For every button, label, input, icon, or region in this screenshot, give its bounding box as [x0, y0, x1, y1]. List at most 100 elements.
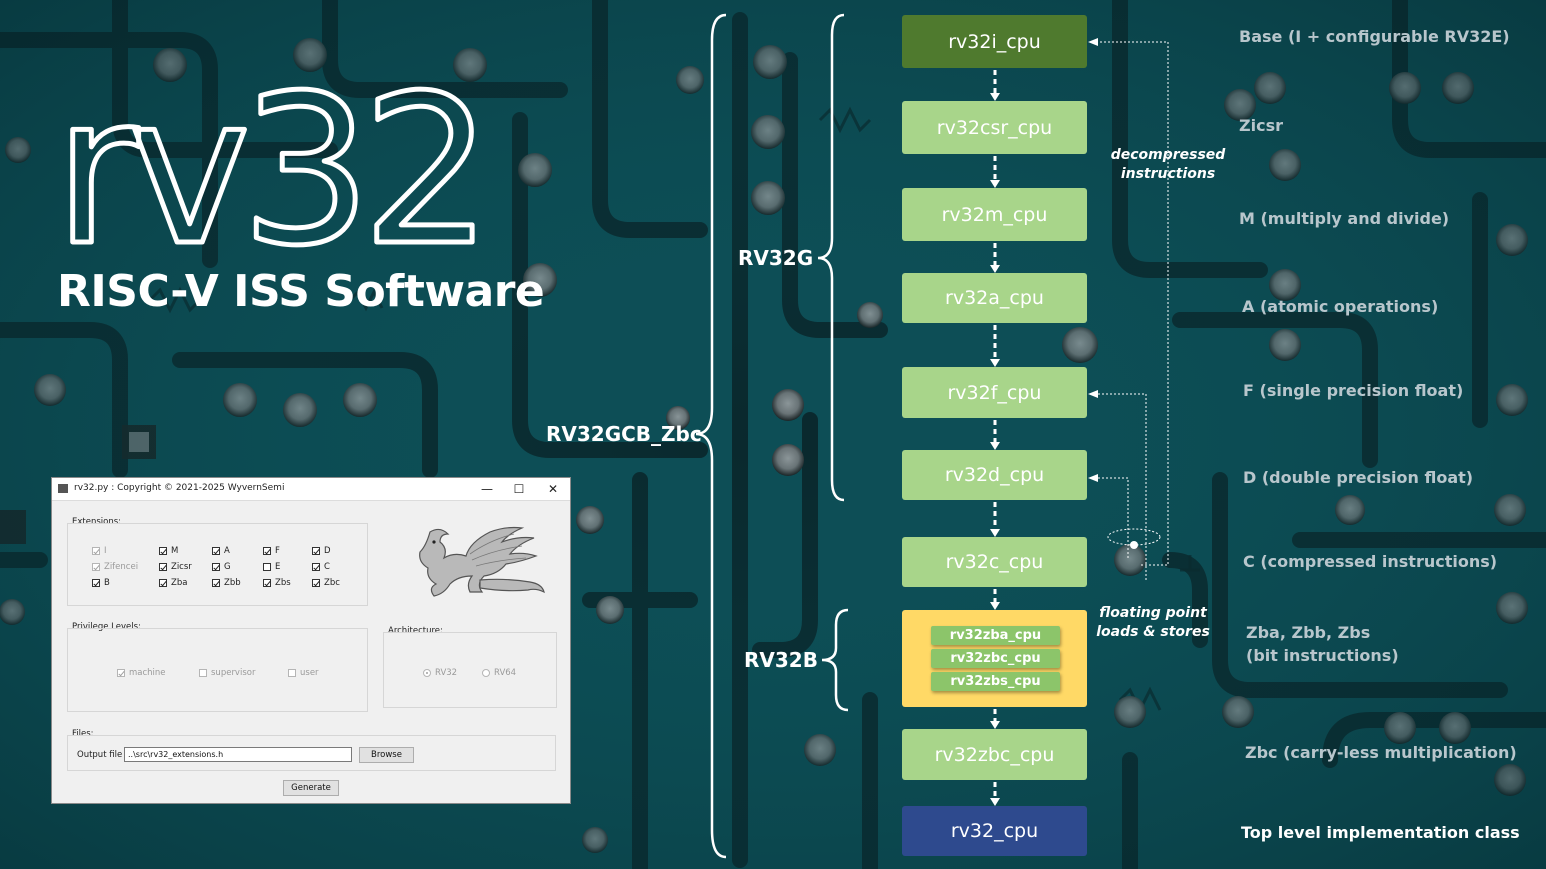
class-label: rv32_cpu: [950, 820, 1039, 842]
note-decompressed: decompressed instructions: [1108, 146, 1228, 184]
desc-bit-line1: Zba, Zbb, Zbs: [1246, 623, 1371, 642]
checkbox-label: Zba: [171, 578, 188, 588]
architecture-group: [383, 632, 557, 708]
extension-checkbox-zba[interactable]: Zba: [159, 578, 187, 588]
checkbox-label: D: [324, 546, 331, 556]
class-label: rv32zbc_cpu: [950, 651, 1041, 666]
privilege-levels-label: Privilege Levels:: [72, 622, 141, 632]
checkbox-label: M: [171, 546, 179, 556]
extension-checkbox-d[interactable]: D: [312, 546, 331, 556]
class-label: rv32m_cpu: [941, 203, 1048, 226]
extension-checkbox-f[interactable]: F: [263, 546, 280, 556]
class-rv32m-cpu: rv32m_cpu: [902, 188, 1087, 241]
checkbox-label: Zifencei: [104, 562, 139, 572]
decompressed-connector: [1100, 41, 1169, 566]
group-label-rv32b: RV32B: [744, 648, 818, 672]
maximize-button[interactable]: ☐: [513, 482, 525, 496]
extension-checkbox-zifencei[interactable]: Zifencei: [92, 562, 138, 572]
desc-bit-line2: (bit instructions): [1246, 646, 1399, 665]
class-rv32zbc-cpu: rv32zbc_cpu: [902, 729, 1087, 780]
note-line: decompressed: [1110, 147, 1226, 163]
checkbox-label: C: [324, 562, 330, 572]
browse-button[interactable]: Browse: [359, 747, 414, 763]
class-rv32a-cpu: rv32a_cpu: [902, 273, 1087, 323]
checkbox-label: Zbb: [224, 578, 241, 588]
note-floating-point: floating point loads & stores: [1092, 604, 1214, 642]
checkbox-box: [288, 669, 296, 677]
desc-top-level: Top level implementation class: [1241, 823, 1520, 842]
checkbox-box: [159, 579, 167, 587]
checkbox-label: B: [104, 578, 110, 588]
checkbox-box: [159, 547, 167, 555]
extension-checkbox-i[interactable]: I: [92, 546, 107, 556]
checkbox-box: [117, 669, 125, 677]
checkbox-label: Zbs: [275, 578, 291, 588]
class-label: rv32f_cpu: [947, 381, 1042, 404]
inheritance-arrow-head: [990, 442, 1000, 450]
output-file-input[interactable]: ..\src\rv32_extensions.h: [124, 747, 352, 762]
class-label: rv32csr_cpu: [936, 116, 1053, 139]
inheritance-arrow-head: [990, 798, 1000, 806]
checkbox-label: supervisor: [211, 668, 256, 678]
arch-rv32-radio[interactable]: RV32: [423, 668, 457, 678]
inheritance-arrow-head: [990, 529, 1000, 537]
brace-rv32gcb: [695, 13, 727, 859]
inheritance-arrow-head: [990, 93, 1000, 101]
generator-dialog-window: rv32.py : Copyright © 2021-2025 WyvernSe…: [51, 477, 571, 804]
class-rv32i-cpu: rv32i_cpu: [902, 15, 1087, 68]
class-label: rv32zbc_cpu: [934, 743, 1055, 766]
app-icon: [58, 484, 68, 493]
checkbox-label: Zbc: [324, 578, 340, 588]
minimize-button[interactable]: —: [481, 482, 493, 496]
extension-checkbox-m[interactable]: M: [159, 546, 178, 556]
generate-button[interactable]: Generate: [283, 780, 339, 796]
checkbox-box: [263, 579, 271, 587]
desc-a: A (atomic operations): [1242, 297, 1439, 316]
extension-checkbox-c[interactable]: C: [312, 562, 330, 572]
fp-connector-d: [1098, 477, 1129, 560]
privilege-supervisor-checkbox[interactable]: supervisor: [199, 668, 255, 678]
dialog-title-bar: rv32.py : Copyright © 2021-2025 WyvernSe…: [52, 478, 570, 501]
checkbox-box: [312, 563, 320, 571]
radio-dot: [423, 669, 431, 677]
class-label: rv32c_cpu: [945, 551, 1044, 573]
extension-checkbox-e[interactable]: E: [263, 562, 280, 572]
checkbox-box: [159, 563, 167, 571]
close-button[interactable]: ✕: [547, 482, 559, 496]
radio-label: RV32: [435, 668, 458, 678]
class-rv32csr-cpu: rv32csr_cpu: [902, 101, 1087, 154]
extension-checkbox-zbc[interactable]: Zbc: [312, 578, 340, 588]
checkbox-label: A: [224, 546, 230, 556]
class-rv32f-cpu: rv32f_cpu: [902, 367, 1087, 418]
class-rv32zbc-cpu-inner: rv32zbc_cpu: [931, 649, 1060, 668]
extension-checkbox-a[interactable]: A: [212, 546, 230, 556]
fp-connector-f: [1098, 393, 1147, 582]
checkbox-box: [212, 563, 220, 571]
files-label: Files:: [72, 729, 94, 739]
note-line: instructions: [1120, 166, 1216, 182]
desc-f: F (single precision float): [1243, 381, 1464, 400]
class-rv32-cpu: rv32_cpu: [902, 806, 1087, 856]
class-rv32zba-cpu: rv32zba_cpu: [931, 626, 1060, 645]
checkbox-box: [312, 579, 320, 587]
checkbox-box: [199, 669, 207, 677]
extension-checkbox-g[interactable]: G: [212, 562, 231, 572]
output-file-label: Output file: [77, 750, 123, 760]
privilege-user-checkbox[interactable]: user: [288, 668, 319, 678]
checkbox-label: G: [224, 562, 231, 572]
extension-checkbox-zbs[interactable]: Zbs: [263, 578, 291, 588]
checkbox-box: [212, 547, 220, 555]
privilege-levels-group: [67, 628, 368, 712]
extension-checkbox-zbb[interactable]: Zbb: [212, 578, 241, 588]
desc-zbc: Zbc (carry-less multiplication): [1245, 743, 1517, 762]
class-rv32c-cpu: rv32c_cpu: [902, 537, 1087, 587]
checkbox-box: [263, 547, 271, 555]
checkbox-label: machine: [129, 668, 166, 678]
wyvern-dragon-logo: [419, 526, 545, 597]
checkbox-label: Zicsr: [171, 562, 192, 572]
extension-checkbox-b[interactable]: B: [92, 578, 110, 588]
extension-checkbox-zicsr[interactable]: Zicsr: [159, 562, 192, 572]
arch-rv64-radio[interactable]: RV64: [482, 668, 516, 678]
privilege-machine-checkbox[interactable]: machine: [117, 668, 166, 678]
